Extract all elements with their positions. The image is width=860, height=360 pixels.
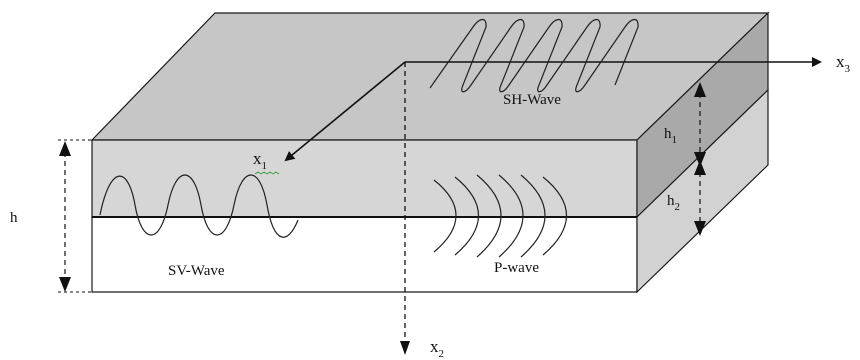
h2-arrow-top [694, 160, 706, 175]
x1-squiggle-underline [254, 171, 280, 175]
x3-axis-label: x3 [836, 52, 851, 75]
front-face-lower-layer [91, 216, 638, 293]
x2-axis-label: x2 [430, 337, 444, 360]
front-face-upper-layer [91, 139, 638, 218]
sh-wave-label: SH-Wave [503, 92, 561, 108]
h-label: h [10, 210, 18, 226]
p-wave-label: P-wave [494, 260, 539, 276]
h-arrow-top [59, 141, 71, 156]
h1-arrow-top [694, 82, 706, 97]
h1-arrow-bottom [694, 152, 706, 167]
sv-wave-curve [99, 174, 299, 238]
p-wave-arcs [433, 174, 567, 258]
side-face-lower-layer [636, 88, 769, 294]
x1-axis-label: x1 [253, 149, 267, 172]
x2-axis-arrowhead [400, 341, 410, 355]
h1-label: h1 [664, 126, 677, 146]
h-arrow-bottom [59, 277, 71, 292]
sv-wave-label: SV-Wave [168, 263, 225, 279]
sh-wave-curve [429, 18, 639, 93]
h2-label: h2 [667, 193, 680, 213]
x1-axis-arrow [284, 61, 406, 162]
h2-arrow-bottom [694, 221, 706, 236]
